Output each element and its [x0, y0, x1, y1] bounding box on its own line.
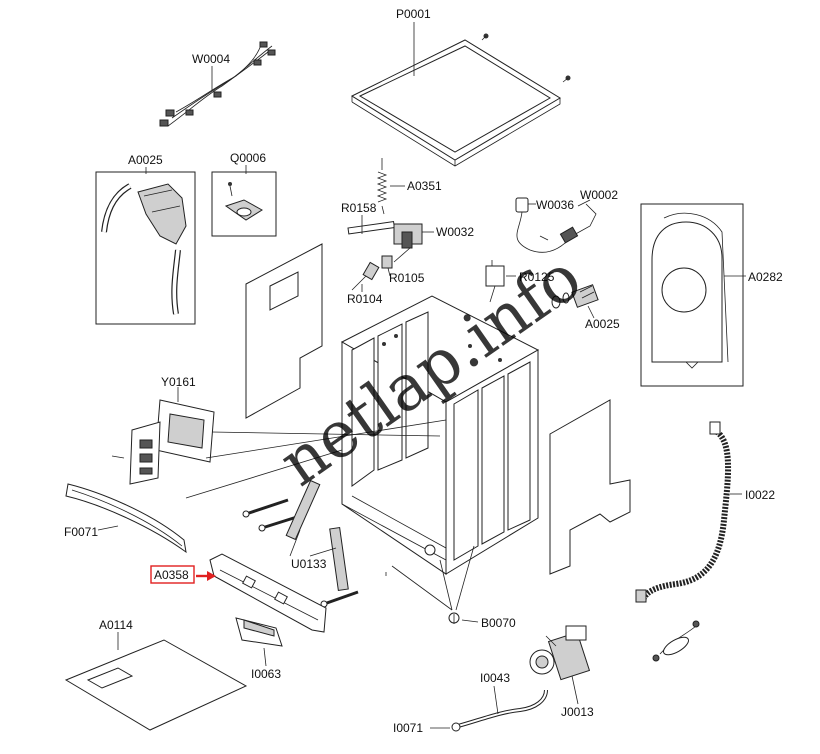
inlet-valve-part	[347, 221, 423, 263]
label-b0070: B0070	[481, 616, 516, 630]
label-w0032: W0032	[436, 225, 474, 239]
door-lock-part	[224, 182, 263, 221]
cabinet-body-part	[340, 295, 540, 575]
detergent-hose-part	[101, 183, 187, 315]
top-cover-part	[350, 33, 571, 167]
label-r0158: R0158	[341, 201, 377, 215]
label-r0105: R0105	[389, 271, 425, 285]
foot-cover-part	[235, 617, 283, 647]
suspension-spring-part	[376, 158, 388, 215]
q0006-box	[211, 171, 277, 237]
label-a0351: A0351	[407, 179, 442, 193]
drain-hose-part	[635, 421, 732, 603]
base-plate-part	[64, 639, 248, 731]
front-panel-right-part	[549, 399, 631, 575]
label-u0133: U0133	[291, 557, 327, 571]
tub-seal-part	[651, 212, 729, 369]
label-i0063: I0063	[251, 667, 281, 681]
pump-hose-part	[451, 689, 548, 732]
feet-part	[385, 545, 475, 624]
label-a0025-left: A0025	[128, 153, 163, 167]
label-r0104: R0104	[347, 292, 383, 306]
label-a0025-right: A0025	[585, 317, 620, 331]
label-i0043: I0043	[480, 671, 510, 685]
front-rail-part	[65, 483, 187, 554]
label-a0282: A0282	[748, 270, 783, 284]
pump-connector-part	[551, 284, 599, 309]
control-module-part	[111, 399, 215, 485]
label-r0125: R0125	[519, 270, 555, 284]
wiring-harness-part	[159, 41, 276, 127]
mains-cable-part	[515, 197, 597, 253]
a0282-box	[640, 203, 744, 387]
highlight-arrow-icon	[196, 571, 216, 581]
label-a0114: A0114	[99, 618, 133, 632]
label-a0358: A0358	[154, 568, 189, 582]
shock-absorber-part	[285, 479, 349, 591]
label-f0071: F0071	[64, 525, 98, 539]
label-j0013: J0013	[561, 705, 594, 719]
label-w0004: W0004	[192, 52, 230, 66]
label-i0071: I0071	[393, 721, 423, 735]
drain-pump-part	[529, 625, 591, 681]
label-y0161: Y0161	[161, 375, 196, 389]
label-w0002: W0002	[580, 188, 618, 202]
a0025-left-box	[95, 171, 196, 325]
hose-clamp-part	[652, 620, 700, 662]
label-i0022: I0022	[745, 488, 775, 502]
label-w0036: W0036	[536, 198, 574, 212]
hose-connector-part	[351, 255, 393, 291]
suppressor-part	[485, 260, 505, 303]
a0358-highlight-box	[150, 565, 195, 584]
back-panel-left-part	[245, 243, 323, 419]
label-p0001: P0001	[396, 7, 431, 21]
label-q0006: Q0006	[230, 151, 266, 165]
